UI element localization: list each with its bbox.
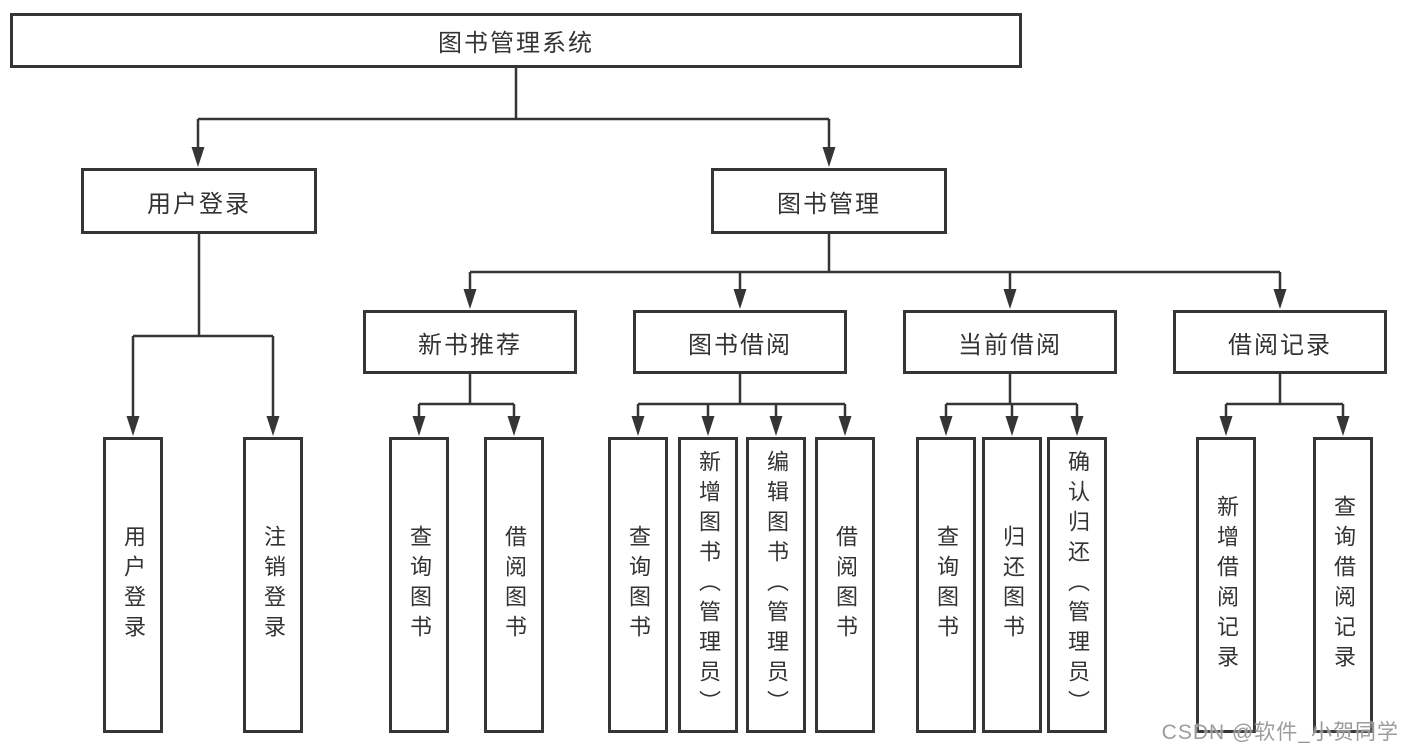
node-leaf-confirm-return-admin-label: 确认归还（管理员） xyxy=(1065,450,1090,720)
connector-book-management-to-level3 xyxy=(463,234,1287,309)
node-leaf-borrow-books-recommend-label: 借阅图书 xyxy=(502,525,527,645)
node-leaf-user-login-label: 用户登录 xyxy=(121,525,146,645)
arrowhead-icon xyxy=(1336,416,1350,436)
node-leaf-borrow-books: 借阅图书 xyxy=(815,437,875,733)
node-leaf-query-books-recommend: 查询图书 xyxy=(389,437,449,733)
node-borrowing-records-label: 借阅记录 xyxy=(1228,331,1332,359)
connector-line xyxy=(468,234,1282,290)
connector-line xyxy=(1224,374,1345,417)
arrowhead-icon xyxy=(1005,416,1019,436)
arrowhead-icon xyxy=(1070,416,1084,436)
node-book-borrowing: 图书借阅 xyxy=(633,310,847,374)
arrowhead-icon xyxy=(838,416,852,436)
node-leaf-query-borrow-record: 查询借阅记录 xyxy=(1313,437,1373,733)
node-leaf-borrow-books-recommend: 借阅图书 xyxy=(484,437,544,733)
node-leaf-logout-label: 注销登录 xyxy=(261,525,286,645)
arrowhead-icon xyxy=(631,416,645,436)
node-leaf-query-books-current: 查询图书 xyxy=(916,437,976,733)
arrowhead-icon xyxy=(463,289,477,309)
connector-root-to-level2 xyxy=(191,68,836,167)
arrowhead-icon xyxy=(126,416,140,436)
node-leaf-query-borrow-record-label: 查询借阅记录 xyxy=(1331,495,1356,675)
connector-line xyxy=(636,374,847,417)
node-leaf-add-borrow-record: 新增借阅记录 xyxy=(1196,437,1256,733)
node-leaf-query-books-current-label: 查询图书 xyxy=(934,525,959,645)
connector-line xyxy=(417,374,516,417)
node-current-borrowing: 当前借阅 xyxy=(903,310,1117,374)
node-leaf-return-books-label: 归还图书 xyxy=(1000,525,1025,645)
node-borrowing-records: 借阅记录 xyxy=(1173,310,1387,374)
node-book-management-label: 图书管理 xyxy=(777,190,881,218)
watermark: CSDN @软件_小贺同学 xyxy=(1161,721,1399,744)
node-leaf-query-books-borrow: 查询图书 xyxy=(608,437,668,733)
node-library-management-system: 图书管理系统 xyxy=(10,13,1022,68)
node-user-login-label: 用户登录 xyxy=(147,190,251,218)
node-current-borrowing-label: 当前借阅 xyxy=(958,331,1062,359)
node-new-book-recommendation: 新书推荐 xyxy=(363,310,577,374)
node-book-borrowing-label: 图书借阅 xyxy=(688,331,792,359)
arrowhead-icon xyxy=(733,289,747,309)
arrowhead-icon xyxy=(939,416,953,436)
connector-book-borrowing-to-leaves xyxy=(631,374,852,436)
arrowhead-icon xyxy=(701,416,715,436)
node-leaf-add-borrow-record-label: 新增借阅记录 xyxy=(1214,495,1239,675)
arrowhead-icon xyxy=(191,147,205,167)
connector-current-borrowing-to-leaves xyxy=(939,374,1084,436)
node-leaf-logout: 注销登录 xyxy=(243,437,303,733)
node-leaf-query-books-borrow-label: 查询图书 xyxy=(626,525,651,645)
node-user-login: 用户登录 xyxy=(81,168,317,234)
arrowhead-icon xyxy=(266,416,280,436)
arrowhead-icon xyxy=(412,416,426,436)
node-leaf-user-login: 用户登录 xyxy=(103,437,163,733)
arrowhead-icon xyxy=(822,147,836,167)
node-leaf-confirm-return-admin: 确认归还（管理员） xyxy=(1047,437,1107,733)
arrowhead-icon xyxy=(769,416,783,436)
arrowhead-icon xyxy=(1273,289,1287,309)
connector-line xyxy=(196,68,831,148)
node-leaf-edit-books-admin: 编辑图书（管理员） xyxy=(746,437,806,733)
connector-new-book-recommendation-to-leaves xyxy=(412,374,521,436)
connector-line xyxy=(944,374,1079,417)
node-leaf-return-books: 归还图书 xyxy=(982,437,1042,733)
arrowhead-icon xyxy=(507,416,521,436)
node-leaf-add-books-admin: 新增图书（管理员） xyxy=(678,437,738,733)
connector-user-login-to-leaves xyxy=(126,234,280,436)
node-new-book-recommendation-label: 新书推荐 xyxy=(418,331,522,359)
node-library-management-system-label: 图书管理系统 xyxy=(438,30,594,57)
node-leaf-edit-books-admin-label: 编辑图书（管理员） xyxy=(764,450,789,720)
arrowhead-icon xyxy=(1219,416,1233,436)
node-leaf-add-books-admin-label: 新增图书（管理员） xyxy=(696,450,721,720)
arrowhead-icon xyxy=(1003,289,1017,309)
node-leaf-borrow-books-label: 借阅图书 xyxy=(833,525,858,645)
node-leaf-query-books-recommend-label: 查询图书 xyxy=(407,525,432,645)
connector-borrowing-records-to-leaves xyxy=(1219,374,1350,436)
connector-line xyxy=(131,234,275,417)
node-book-management: 图书管理 xyxy=(711,168,947,234)
